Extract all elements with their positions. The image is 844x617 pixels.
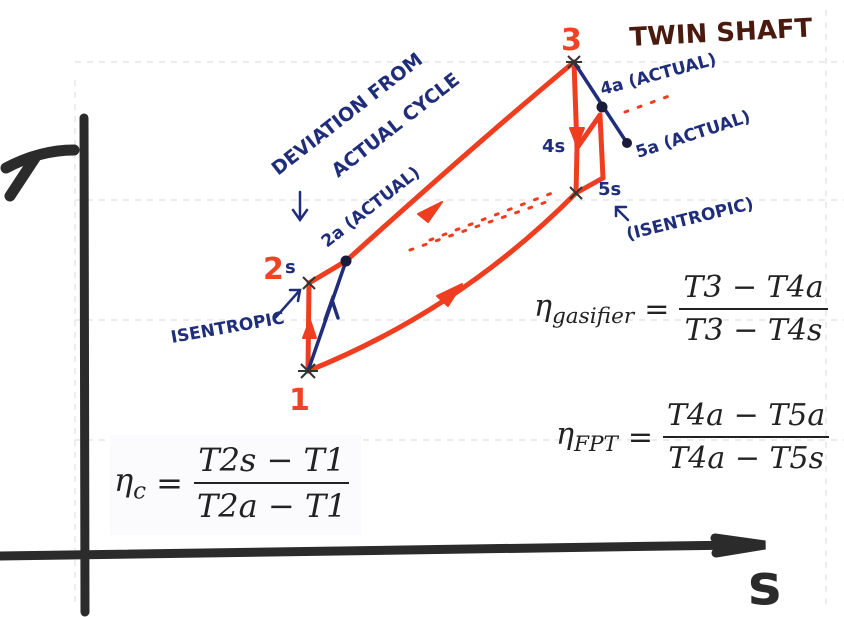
numerator: T4a − T5a xyxy=(663,398,830,438)
eta-subscript: gasifier xyxy=(551,304,635,329)
equals-sign: = xyxy=(627,419,654,455)
isentropic-left-pointer xyxy=(274,288,302,319)
deviation-pointer xyxy=(291,190,309,223)
state-points xyxy=(298,55,632,379)
eta-symbol: ηgasifier xyxy=(534,289,635,329)
state-label-3: 3 xyxy=(561,23,582,58)
eta-symbol: ηc xyxy=(114,461,147,505)
label-isentropic-left: ISENTROPIC xyxy=(169,308,286,348)
eta-subscript: c xyxy=(133,478,147,505)
label-isentropic-right: (ISENTROPIC) xyxy=(624,194,755,245)
arrow-expansion xyxy=(569,127,585,147)
path-2a-3 xyxy=(343,59,577,264)
label-4a-actual: 4a (ACTUAL) xyxy=(598,50,718,100)
path-4s-5s xyxy=(573,145,580,196)
path-2s-2a xyxy=(306,258,349,286)
dotted-guides xyxy=(408,93,674,252)
eta-symbol: ηFPT xyxy=(556,417,618,457)
point-5a-dot xyxy=(622,138,632,148)
label-4s: 4s xyxy=(542,136,565,157)
isentropic-right-pointer xyxy=(614,205,630,222)
fraction: T2s − T1 T2a − T1 xyxy=(193,441,351,525)
axes xyxy=(0,113,766,617)
arrow-compression xyxy=(302,319,317,339)
pointer-arrows xyxy=(274,190,630,319)
denominator: T4a − T5s xyxy=(668,441,824,476)
equals-sign: = xyxy=(156,464,183,502)
flow-arrows xyxy=(302,127,585,339)
path-4s-4a xyxy=(574,112,603,151)
point-4a-dot xyxy=(596,101,608,113)
x-axis-label: s xyxy=(748,553,781,617)
path-4a-5a-red xyxy=(597,112,606,181)
point-5s-marker xyxy=(569,186,583,200)
y-axis xyxy=(79,113,90,617)
denominator: T2a − T1 xyxy=(196,487,347,525)
label-5a-actual: 5a (ACTUAL) xyxy=(633,107,753,163)
arrow-heating xyxy=(417,201,443,223)
compressor-efficiency-formula: ηc = T2s − T1 T2a − T1 xyxy=(110,435,361,535)
point-3-marker xyxy=(566,55,582,69)
denominator: T3 − T4s xyxy=(684,313,823,348)
paper-grid xyxy=(74,10,844,605)
diagram-title: TWIN SHAFT xyxy=(629,13,814,53)
point-2a-dot xyxy=(340,255,352,267)
numerator: T3 − T4a xyxy=(679,270,828,310)
fraction: T3 − T4a T3 − T4s xyxy=(679,270,828,348)
t-axis-symbol xyxy=(0,144,80,202)
point-1-marker xyxy=(298,363,318,379)
label-5s: 5s xyxy=(598,179,621,200)
arrow-cooling xyxy=(436,283,463,307)
x-axis xyxy=(0,540,745,561)
actual-compression-arrow xyxy=(323,294,340,322)
point-2s-marker xyxy=(302,276,316,290)
fraction: T4a − T5a T4a − T5s xyxy=(663,398,830,476)
state-label-2: 2 xyxy=(263,252,284,287)
gasifier-efficiency-formula: ηgasifier = T3 − T4a T3 − T4s xyxy=(534,270,828,348)
path-5s-5a xyxy=(573,175,606,196)
state-label-2-sub: s xyxy=(285,257,296,278)
fpt-efficiency-formula: ηFPT = T4a − T5a T4a − T5s xyxy=(556,398,830,476)
equals-sign: = xyxy=(644,291,670,327)
x-axis-arrow xyxy=(710,533,766,558)
state-label-1: 1 xyxy=(289,383,310,418)
eta-subscript: FPT xyxy=(573,432,618,457)
numerator: T2s − T1 xyxy=(194,441,350,484)
